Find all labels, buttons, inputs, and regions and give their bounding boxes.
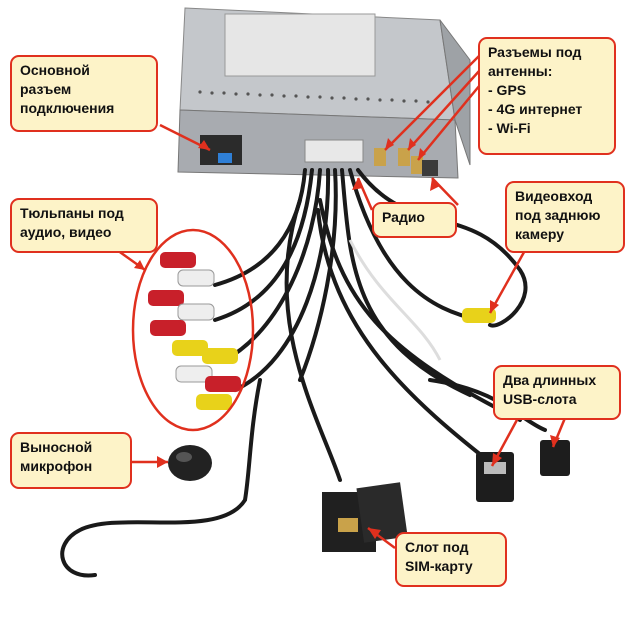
- callout-text: SIM-карту: [405, 558, 473, 574]
- arrow-heads: [134, 138, 560, 539]
- callout-text: подключения: [20, 100, 115, 116]
- rca-plug-red: [205, 376, 241, 392]
- rear-camera-rca-plug: [462, 308, 496, 323]
- callout-text: - 4G интернет: [488, 101, 583, 117]
- callout-text: Видеовход: [515, 188, 593, 204]
- callout-text: USB-слота: [503, 391, 577, 407]
- callout-text: Разъемы под: [488, 44, 582, 60]
- rca-plug-red: [160, 252, 196, 268]
- callout-antennas: Разъемы под антенны: - GPS - 4G интернет…: [478, 37, 616, 155]
- cable-bundle: [60, 168, 547, 578]
- callout-text: - GPS: [488, 82, 527, 98]
- rca-plug-yellow: [202, 348, 238, 364]
- rca-highlight-ellipse: [131, 228, 255, 432]
- callout-rca: Тюльпаны под аудио, видео: [10, 198, 158, 253]
- callout-text: Два длинных: [503, 372, 597, 388]
- callout-text: - Wi-Fi: [488, 120, 531, 136]
- callout-usb: Два длинных USB-слота: [493, 365, 621, 420]
- callout-text: микрофон: [20, 458, 93, 474]
- callout-radio: Радио: [372, 202, 457, 238]
- antenna-connector-wifi: [411, 156, 423, 174]
- rca-plug-white: [177, 303, 215, 321]
- head-unit: [177, 7, 471, 179]
- rca-plug-red: [150, 320, 186, 336]
- callout-text: под заднюю: [515, 207, 601, 223]
- spec-sticker: [224, 13, 376, 77]
- rca-plug-white: [177, 269, 215, 287]
- rca-plug-yellow: [196, 394, 232, 410]
- white-wire: [348, 239, 442, 361]
- rca-plug-red: [148, 290, 184, 306]
- usb-plug-2: [540, 440, 570, 476]
- antenna-connector-4g: [398, 148, 410, 166]
- rca-plugs: [148, 252, 496, 410]
- callout-main-connector: Основной разъем подключения: [10, 55, 158, 132]
- antenna-connector-gps: [374, 148, 386, 166]
- rca-plug-white: [175, 365, 213, 383]
- callout-text: антенны:: [488, 63, 553, 79]
- callout-text: Радио: [382, 209, 425, 225]
- radio-antenna-port: [422, 160, 438, 176]
- callout-rear-camera: Видеовход под заднюю камеру: [505, 181, 625, 253]
- callout-text: Основной: [20, 62, 90, 78]
- callout-text: Тюльпаны под: [20, 205, 124, 221]
- callout-sim: Слот под SIM-карту: [395, 532, 507, 587]
- callout-text: разъем: [20, 81, 72, 97]
- microphone-body: [168, 445, 212, 481]
- callout-text: камеру: [515, 226, 565, 242]
- callout-text: Выносной: [20, 439, 93, 455]
- rca-plug-yellow: [172, 340, 208, 356]
- harness-connector: [304, 139, 364, 163]
- callout-text: Слот под: [405, 539, 469, 555]
- callout-microphone: Выносной микрофон: [10, 432, 132, 489]
- callout-text: аудио, видео: [20, 224, 112, 240]
- sim-card: [338, 518, 358, 532]
